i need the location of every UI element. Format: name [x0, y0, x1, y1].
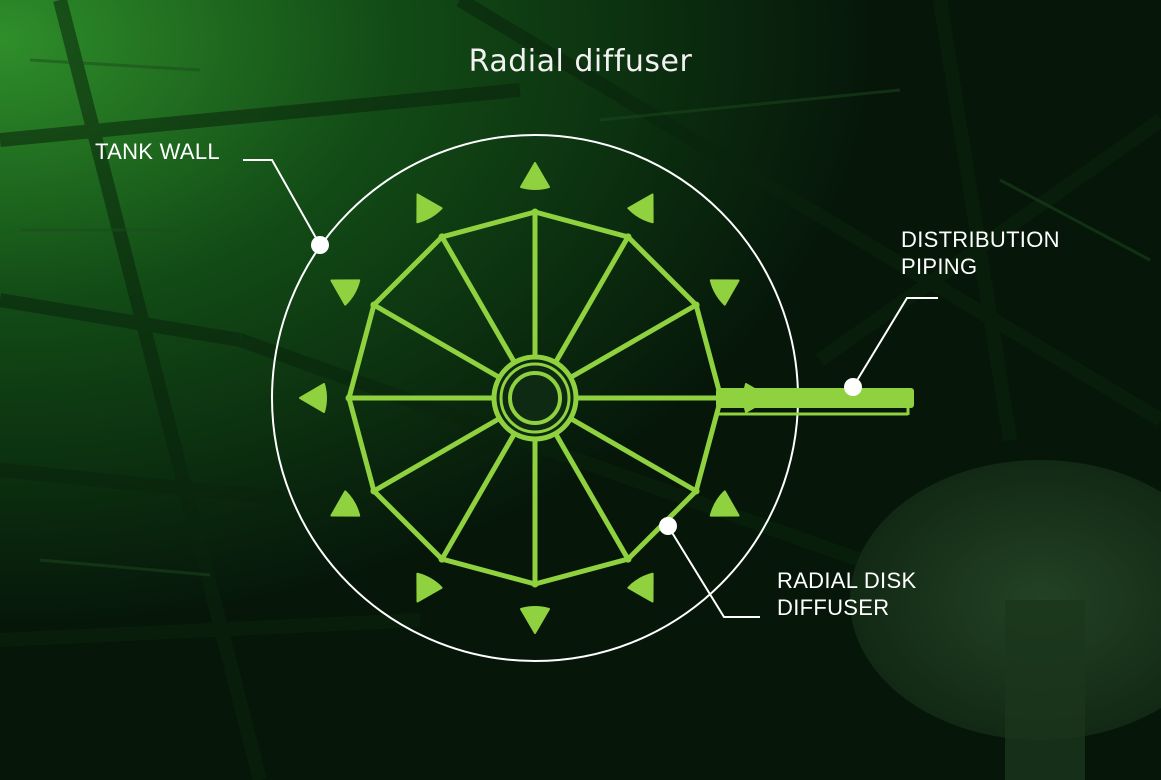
tank-wall-label: TANK WALL [95, 139, 220, 164]
diffuser-node [531, 580, 539, 588]
flow-arrow-icon [520, 162, 550, 190]
flow-arrow-icon [627, 572, 654, 603]
diffuser-spoke [372, 302, 501, 380]
radial-disk-diffuser-marker [659, 517, 677, 535]
diffuser-spoke [553, 432, 631, 561]
distribution-piping-label: DISTRIBUTION PIPING [901, 227, 1060, 279]
flow-arrow-icon [416, 572, 443, 603]
flow-arrow-icon [330, 490, 361, 517]
diffuser-node [438, 233, 446, 241]
diffuser-node [717, 394, 725, 402]
diffuser-node [692, 487, 700, 495]
flow-arrow-icon [743, 383, 771, 413]
diffuser-spoke [439, 432, 517, 561]
distribution-piping-marker [844, 378, 862, 396]
flow-arrow-icon [627, 193, 654, 224]
diffuser-node [345, 394, 353, 402]
flow-arrow-icon [709, 490, 740, 517]
flow-arrow-icon [416, 193, 443, 224]
diffuser-spoke [553, 235, 631, 364]
diffuser-spoke [439, 235, 517, 364]
diffuser-node [438, 555, 446, 563]
distribution-piping-leader [852, 297, 938, 388]
tank-wall-marker [311, 236, 329, 254]
radial-disk-diffuser [345, 208, 725, 588]
flow-arrow-icon [520, 606, 550, 634]
flow-arrow-icon [299, 383, 327, 413]
flow-arrows [299, 162, 771, 634]
diffuser-spoke [569, 302, 698, 380]
diffuser-node [370, 301, 378, 309]
diffuser-spoke [372, 416, 501, 494]
radial-disk-diffuser-leader [667, 525, 760, 618]
diffuser-spoke [569, 416, 698, 494]
radial-disk-diffuser-label: RADIAL DISK DIFFUSER [777, 568, 917, 620]
flow-arrow-icon [709, 279, 740, 306]
diffuser-node [531, 208, 539, 216]
flow-arrow-icon [330, 279, 361, 306]
diffuser-hub [491, 354, 579, 442]
diagram-title: Radial diffuser [468, 44, 693, 79]
diffuser-node [370, 487, 378, 495]
distribution-pipe [716, 388, 914, 416]
diffuser-node [624, 233, 632, 241]
diffuser-node [692, 301, 700, 309]
tank-wall-leader [243, 159, 321, 246]
diffuser-node [624, 555, 632, 563]
